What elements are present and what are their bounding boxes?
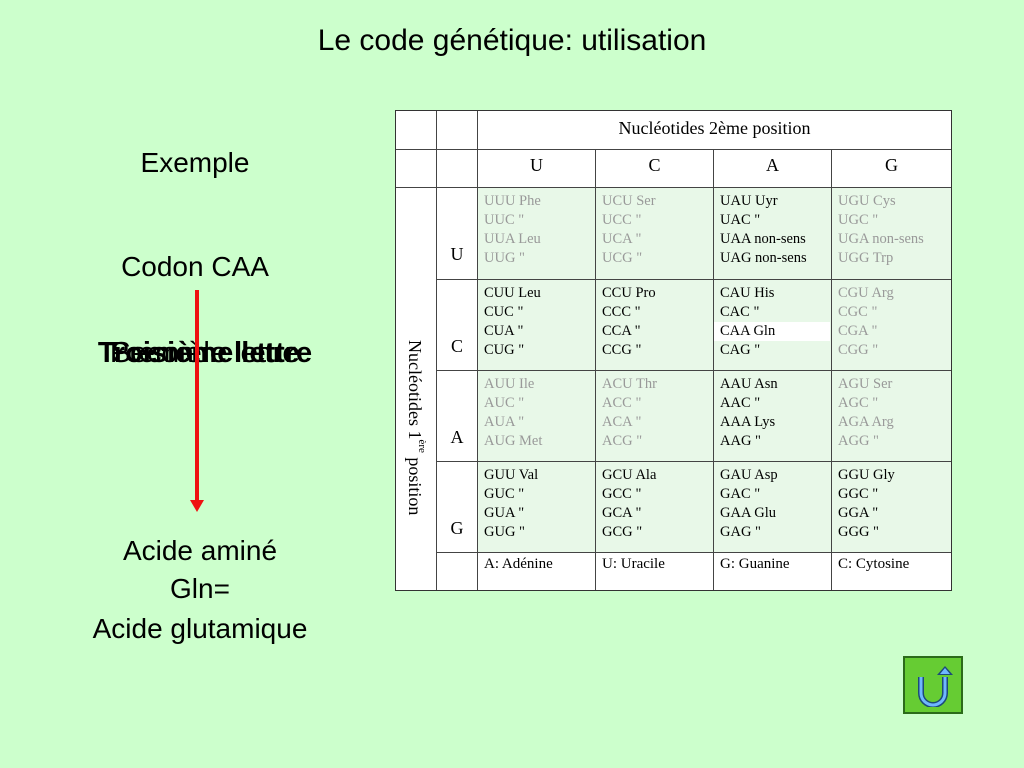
- return-arrow-icon: [918, 666, 953, 707]
- result-glutamic-acid: Acide glutamique: [92, 613, 308, 644]
- row-label-u: U: [437, 188, 478, 280]
- corner-cell: [437, 150, 478, 188]
- col-header-a: A: [714, 150, 832, 188]
- row-label-g: G: [437, 462, 478, 553]
- first-letter-label: Première lettre: [109, 337, 301, 369]
- down-arrow-icon: [190, 290, 204, 512]
- slide-title: Le code génétique: utilisation: [317, 24, 707, 57]
- back-button[interactable]: [903, 656, 963, 714]
- legend-guanine: G: Guanine: [714, 553, 832, 590]
- first-position-label-cell: Nucléotides 1ère position: [396, 188, 437, 590]
- highlighted-codon-caa: CAA Gln: [714, 322, 830, 341]
- corner-cell: [437, 111, 478, 150]
- overlapping-letter-labels: Première lettre Seconde lettre Troisième…: [85, 333, 325, 373]
- result-amino-acid: Acide aminé: [122, 535, 278, 566]
- second-position-header: Nucléotides 2ème position: [478, 111, 951, 150]
- col-header-c: C: [596, 150, 714, 188]
- legend-adenine: A: Adénine: [478, 553, 596, 590]
- codon-label: Codon CAA: [121, 251, 269, 282]
- corner-cell: [396, 150, 437, 188]
- legend-uracile: U: Uracile: [596, 553, 714, 590]
- second-letter-label: Seconde lettre: [111, 337, 299, 369]
- third-letter-label: Troisième lettre: [97, 337, 313, 369]
- col-header-g: G: [832, 150, 951, 188]
- corner-cell: [396, 111, 437, 150]
- first-position-label: Nucléotides 1ère position: [405, 340, 428, 516]
- genetic-code-table: Nucléotides 2ème position U C A G Nucléo…: [395, 110, 952, 591]
- result-gln: Gln=: [170, 573, 230, 604]
- col-header-u: U: [478, 150, 596, 188]
- row-label-a: A: [437, 371, 478, 462]
- legend-blank-cell: [437, 553, 478, 590]
- legend-cytosine: C: Cytosine: [838, 556, 910, 572]
- row-label-c: C: [437, 280, 478, 371]
- example-label: Exemple: [140, 147, 250, 178]
